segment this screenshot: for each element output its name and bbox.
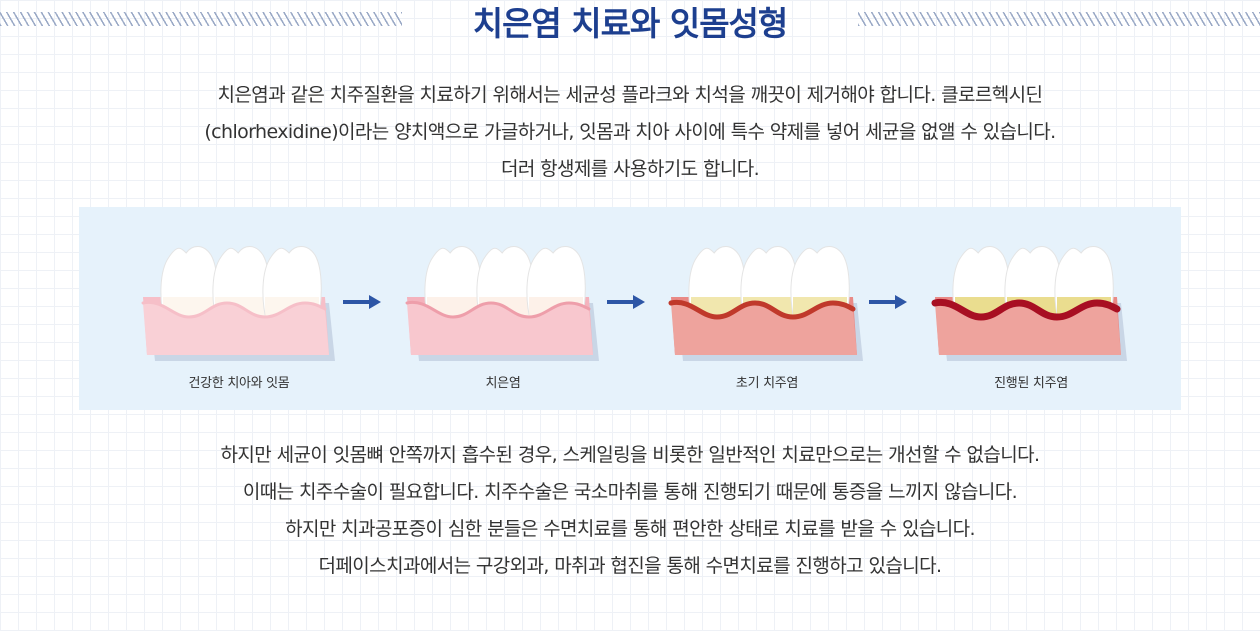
header-decoration-right <box>858 12 1260 26</box>
stage-label: 건강한 치아와 잇몸 <box>188 376 290 391</box>
teeth-and-gum-image <box>668 246 863 361</box>
stage-gingivitis: 치은염 <box>403 207 603 410</box>
treatment-paragraph: 하지만 세균이 잇몸뼈 안쪽까지 흡수된 경우, 스케일링을 비롯한 일반적인 … <box>0 437 1260 585</box>
intro-line: (chlorhexidine)이라는 양치액으로 가글하거나, 잇몸과 치아 사… <box>204 121 1056 143</box>
stage-label: 치은염 <box>485 376 521 391</box>
arrow-right-icon <box>607 295 645 309</box>
teeth-and-gum-image <box>141 246 335 361</box>
teeth-and-gum-image <box>931 246 1127 361</box>
intro-paragraph: 치은염과 같은 치주질환을 치료하기 위해서는 세균성 플라크와 치석을 깨끗이… <box>0 77 1260 188</box>
page-title: 치은염 치료와 잇몸성형 <box>472 4 789 43</box>
teeth-and-gum-image <box>405 246 599 361</box>
arrow-right-icon <box>343 295 381 309</box>
arrow-right-icon <box>869 295 907 309</box>
section-header: 치은염 치료와 잇몸성형 <box>0 0 1260 48</box>
body-line: 이때는 치주수술이 필요합니다. 치주수술은 국소마취를 통해 진행되기 때문에… <box>242 481 1018 503</box>
stage-early-periodontitis: 초기 치주염 <box>667 207 867 410</box>
stage-label: 진행된 치주염 <box>994 376 1068 391</box>
intro-line: 더러 항생제를 사용하기도 합니다. <box>500 158 760 180</box>
gum-disease-stages-illustration: 건강한 치아와 잇몸 치은염 초기 치주염 진행된 치주염 <box>79 207 1181 410</box>
body-line: 더페이스치과에서는 구강외과, 마취과 협진을 통해 수면치료를 진행하고 있습… <box>318 555 942 577</box>
stage-advanced-periodontitis: 진행된 치주염 <box>931 207 1131 410</box>
stage-label: 초기 치주염 <box>735 376 799 391</box>
body-line: 하지만 세균이 잇몸뼈 안쪽까지 흡수된 경우, 스케일링을 비롯한 일반적인 … <box>220 444 1040 466</box>
stage-healthy: 건강한 치아와 잇몸 <box>139 207 339 410</box>
intro-line: 치은염과 같은 치주질환을 치료하기 위해서는 세균성 플라크와 치석을 깨끗이… <box>217 84 1043 106</box>
header-decoration-left <box>0 12 402 26</box>
body-line: 하지만 치과공포증이 심한 분들은 수면치료를 통해 편안한 상태로 치료를 받… <box>285 518 975 540</box>
